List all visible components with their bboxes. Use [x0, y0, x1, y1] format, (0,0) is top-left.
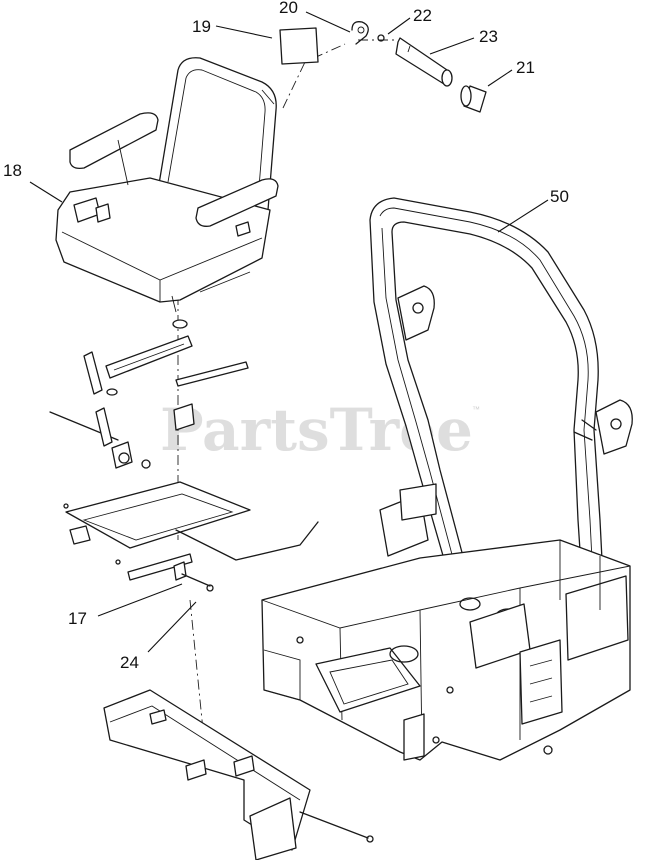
mounting-bracket-part	[103, 689, 374, 860]
callout-19: 19	[192, 17, 211, 36]
callout-21: 21	[516, 58, 535, 77]
callout-22: 22	[413, 6, 432, 25]
callout-17: 17	[68, 609, 87, 628]
callout-labels: 19 20 22 23 21 18 50 17 24	[3, 0, 569, 672]
watermark-trademark: ™	[472, 405, 480, 414]
callout-50: 50	[550, 187, 569, 206]
tube-part	[395, 37, 453, 87]
seat-slide-parts	[49, 335, 319, 592]
screw-part	[377, 34, 385, 42]
seat-part	[55, 57, 279, 329]
callout-18: 18	[3, 161, 22, 180]
callout-20: 20	[279, 0, 298, 17]
tractor-frame-part	[261, 483, 631, 761]
callout-23: 23	[479, 27, 498, 46]
clip-part	[351, 21, 369, 45]
decal-part	[279, 27, 319, 65]
cap-part	[460, 85, 487, 113]
callout-24: 24	[120, 653, 139, 672]
callout-leaders	[29, 11, 549, 653]
